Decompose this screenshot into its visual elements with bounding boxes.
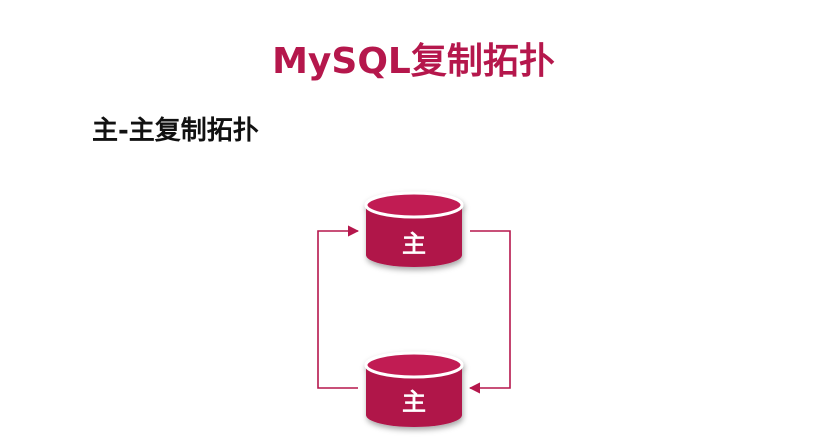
database-cylinder-icon [366,365,462,427]
slide-subtitle: 主-主复制拓扑 [92,116,259,146]
connector-left-arrow [317,225,360,389]
database-cylinder-icon [366,205,462,267]
connector-right-arrow [468,230,511,394]
database-node-top-label: 主 [402,230,426,258]
slide-title: MySQL复制拓扑 [272,41,555,82]
database-node-bottom-label: 主 [402,388,426,416]
database-node-top [364,191,464,267]
database-node-bottom [364,351,464,427]
